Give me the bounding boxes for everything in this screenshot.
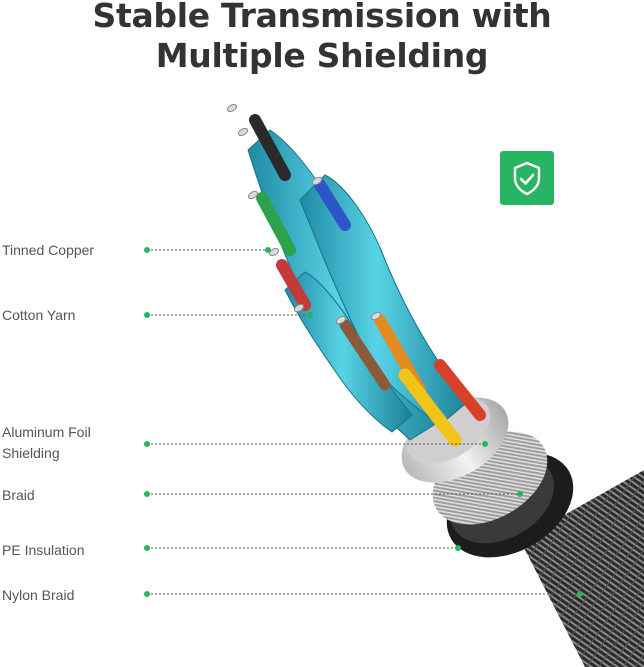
title-line-2: Multiple Shielding (155, 36, 489, 75)
marker-dot (577, 591, 583, 597)
marker-dot (455, 545, 461, 551)
label-pe-insulation: PE Insulation (2, 542, 85, 558)
marker-dot (144, 312, 150, 318)
label-aluminum-foil: Aluminum Foil (2, 424, 91, 440)
marker-dot (144, 591, 150, 597)
marker-dot (517, 491, 523, 497)
marker-dot (144, 247, 150, 253)
label-nylon-braid: Nylon Braid (2, 587, 75, 603)
marker-dot (265, 247, 271, 253)
label-tinned-copper: Tinned Copper (2, 242, 95, 258)
marker-dot (307, 312, 313, 318)
shielded-pairs (226, 103, 486, 447)
marker-dot (144, 545, 150, 551)
shield-badge (500, 151, 554, 205)
leader-lines (147, 249, 580, 595)
leader-dots (144, 247, 583, 597)
nylon-braid-layer (520, 470, 644, 667)
marker-dot (144, 441, 150, 447)
marker-dot (482, 441, 488, 447)
label-aluminum-foil-line-2: Shielding (2, 445, 60, 461)
marker-dot (144, 491, 150, 497)
label-cotton-yarn: Cotton Yarn (2, 307, 76, 323)
title-line-1: Stable Transmission with (92, 0, 552, 35)
shield-check-icon (513, 161, 541, 196)
page-title: Stable Transmission with Multiple Shield… (0, 0, 644, 76)
label-braid: Braid (2, 487, 35, 503)
